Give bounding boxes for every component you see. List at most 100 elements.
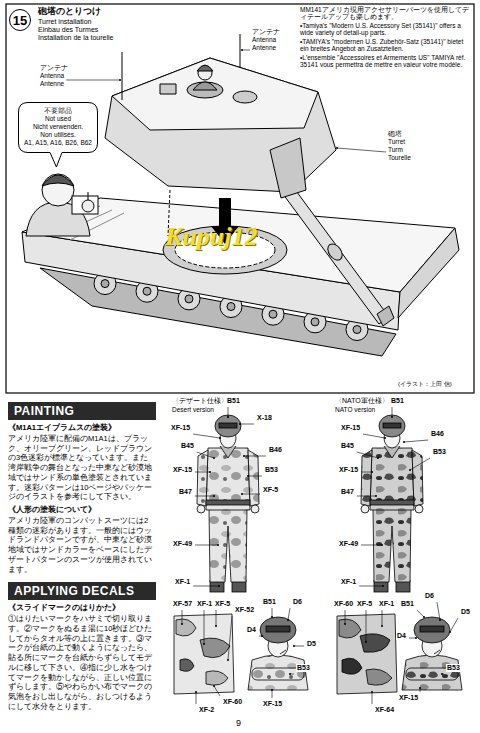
leader-line	[404, 440, 428, 442]
leader-dot	[371, 691, 373, 693]
leader-dot	[336, 147, 338, 149]
step-title: Installation de la tourelle	[38, 34, 114, 42]
leader-line	[216, 610, 217, 626]
leader-line	[361, 472, 372, 473]
illustration-part	[269, 310, 277, 318]
part-label: Antenne	[40, 80, 64, 87]
paint-callout: B53	[446, 664, 461, 672]
illustration-part	[337, 614, 397, 694]
leader-line	[409, 638, 416, 639]
leader-dot	[241, 493, 243, 495]
illustration-part	[379, 415, 405, 437]
credit: (イラスト：上田 信)	[398, 381, 452, 388]
leader-line	[214, 686, 220, 696]
tank-hull	[22, 198, 459, 356]
paint-callout: XF-2	[198, 706, 215, 714]
leader-line	[244, 456, 266, 457]
sub-heading: 《M1A1エイブラムスの塗装》	[8, 423, 156, 433]
illustration-part	[248, 617, 308, 690]
paint-callout: XF-60	[222, 698, 243, 706]
illustration-part	[122, 52, 123, 100]
leader-dot	[371, 471, 373, 473]
leader-dot	[181, 623, 183, 625]
illustration-part	[240, 34, 241, 68]
paint-callout: B45	[180, 442, 195, 450]
illustration-part	[366, 669, 392, 685]
illustration-part	[398, 228, 459, 318]
illustration-part	[160, 84, 176, 94]
paint-callout: XF-5	[214, 600, 231, 608]
leader-dot	[271, 689, 273, 691]
leader-line	[366, 610, 367, 642]
part-label: Turm	[388, 146, 403, 153]
leader-dot	[219, 437, 221, 439]
leader-line	[195, 472, 210, 473]
paint-callout: D4	[396, 632, 407, 640]
step-number: 15	[9, 9, 31, 31]
paint-callout: B53	[296, 664, 311, 672]
leader-line	[259, 636, 262, 637]
version-title: Desert version	[172, 406, 214, 413]
instruction-text: アメリカ陸軍に配備のM1A1は、ブラック、オリーブグリーン、レッドブラウンの3色…	[8, 434, 156, 502]
leader-line	[197, 452, 214, 458]
part-label: Antenna	[252, 36, 276, 43]
illustration-part	[198, 66, 212, 80]
illustration-part	[42, 174, 74, 206]
leader-line	[337, 148, 386, 152]
section-heading: PAINTING	[8, 402, 156, 420]
accessory-note: MM141アメリカ現用アクセサリーパーツを使用してディテールアップも楽しめます。	[300, 6, 470, 21]
accessory-note: •Tamiya's "Modern U.S. Accessory Set (35…	[300, 22, 470, 37]
leader-line	[66, 80, 120, 81]
illustration-part	[361, 415, 423, 592]
paint-callout: D5	[306, 640, 317, 648]
mascot-figure	[26, 174, 98, 236]
illustration-part	[415, 505, 423, 513]
paint-callout: D4	[246, 626, 257, 634]
paint-callout: D5	[460, 608, 471, 616]
leader-dot	[441, 673, 443, 675]
leader-line	[361, 545, 382, 546]
paint-callout: XF-5	[356, 600, 373, 608]
leader-line	[417, 610, 424, 617]
illustration-part	[361, 505, 369, 513]
leader-dot	[377, 457, 379, 459]
illustration-part	[22, 198, 455, 292]
node-text: 15	[13, 13, 27, 28]
speech-bubble: 不要部品Not usedNicht verwenden.Non utilisés…	[18, 102, 98, 153]
illustration-part	[185, 295, 193, 303]
camo-swatches	[174, 614, 397, 694]
leader-line	[410, 458, 430, 470]
paint-callout: B51	[262, 598, 277, 606]
leader-dot	[119, 79, 121, 81]
illustration-part	[72, 196, 98, 214]
part-label: アンテナ	[40, 64, 68, 71]
paint-callout: D6	[292, 598, 303, 606]
paint-callout: XF-15	[340, 424, 361, 432]
illustration-part	[42, 175, 74, 186]
leader-dot	[261, 635, 263, 637]
leader-line	[288, 608, 290, 620]
leader-dot	[213, 685, 215, 687]
paint-callout: B45	[340, 442, 355, 450]
leader-dot	[391, 416, 393, 418]
leader-line	[450, 618, 458, 632]
illustration-part	[280, 184, 389, 324]
leader-line	[242, 494, 260, 495]
leader-dot	[213, 457, 215, 459]
crew-figures	[197, 415, 462, 690]
leader-line	[290, 674, 294, 675]
page-number: 9	[236, 718, 241, 728]
paint-callout: B47	[340, 488, 355, 496]
leader-line	[442, 674, 444, 675]
part-label: Tourelle	[388, 154, 411, 161]
illustration-part	[251, 505, 259, 513]
leader-line	[240, 424, 254, 425]
paint-callout: B51	[226, 397, 241, 405]
leader-line	[437, 602, 440, 620]
version-title: 〈デザート仕様〉	[172, 397, 228, 405]
leader-dot	[384, 437, 386, 439]
paint-callout: XF-15	[398, 694, 419, 702]
illustration-part	[206, 671, 228, 685]
leader-dot	[203, 643, 205, 645]
